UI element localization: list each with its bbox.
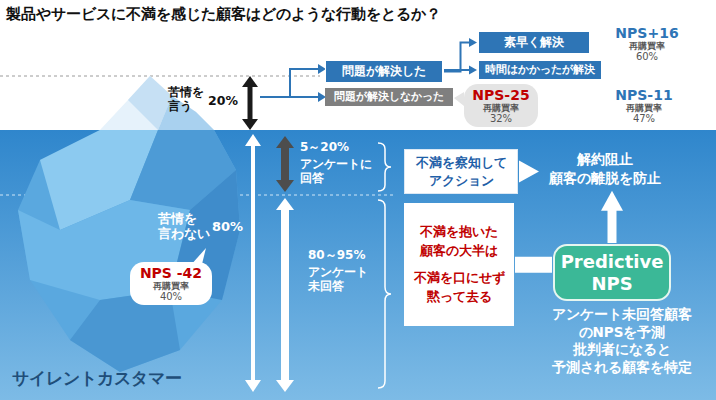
black-double-arrow (242, 76, 258, 130)
arrow-head (469, 38, 477, 47)
predictive-box: Predictive NPS (553, 244, 671, 301)
node-text: 解約阻止 顧客の離脱を防止 (542, 150, 668, 188)
node-text: NPS+16 (606, 25, 688, 41)
node-text: 不満を抱いた 顧客の大半は (408, 223, 510, 261)
nps-bubble: NPS-25再購買率32% (464, 84, 538, 127)
bubble-tail (454, 92, 464, 106)
node-text: Predictive NPS (559, 251, 665, 294)
white-double-arrow (245, 134, 261, 392)
node-text: 再購買率 (134, 281, 208, 291)
node-text: 時間はかかったが解決 (483, 63, 597, 77)
arrow-head (519, 161, 539, 183)
node-text: NPS-11 (608, 87, 680, 103)
note-box: 不満を抱いた 顧客の大半は不満を口にせず 黙って去る (404, 203, 514, 326)
grey-double-arrow (276, 136, 294, 192)
node-text: 不満を察知して アクション (409, 154, 513, 189)
node-text: 40% (134, 291, 208, 302)
label-text: 5～20% (300, 140, 378, 154)
arrow-head (469, 66, 477, 75)
label-text: 80% (212, 219, 248, 235)
label-text: アンケート 未回答 (308, 265, 380, 294)
node-text: 再購買率 (606, 41, 688, 51)
connector-line (444, 69, 471, 71)
bracket (378, 143, 391, 191)
process-box: 問題が解決した (325, 60, 443, 83)
result-text: 解約阻止 顧客の離脱を防止 (540, 148, 670, 190)
node-text: 不満を口にせず 黙って去る (408, 269, 510, 307)
connector (515, 264, 552, 265)
dashed-line (0, 76, 320, 77)
connector (519, 161, 539, 183)
node-text: 問題が解決した (330, 63, 438, 80)
node-text: 問題が解決しなかった (329, 90, 449, 104)
node-text: 再購買率 (608, 103, 680, 113)
nps-bubble: NPS-11再購買率47% (604, 84, 684, 127)
title: 製品やサービスに不満を感じた顧客はどのような行動をとるか？ (6, 5, 441, 23)
label-text: 20% (208, 93, 240, 108)
label-text: サイレントカスタマー (12, 368, 212, 388)
label-text: 苦情を 言わない (158, 211, 212, 241)
node-text: 60% (606, 51, 688, 62)
connector-line (608, 209, 617, 243)
node-text: 再購買率 (468, 103, 534, 113)
connector-line (444, 43, 471, 72)
label-text: 80～95% (308, 248, 380, 262)
connector (444, 66, 477, 75)
nps-bubble: NPS -42再購買率40% (130, 262, 212, 305)
label-text: アンケートに 回答 (300, 157, 376, 186)
connector-line (515, 257, 552, 273)
nps-bubble: NPS+16再購買率60% (602, 22, 692, 65)
iceberg-tip (100, 76, 214, 130)
node-text: NPS-25 (468, 87, 534, 103)
process-box: 問題が解決しなかった (325, 88, 453, 106)
arrow-head (601, 191, 623, 211)
action-box: 不満を察知して アクション (404, 149, 518, 194)
bubble-tail (590, 36, 602, 50)
bracket (378, 200, 391, 388)
label-text: 苦情を 言う (168, 85, 210, 114)
white-double-arrow (276, 198, 294, 392)
node-text: 32% (468, 113, 534, 124)
node-text: NPS -42 (134, 265, 208, 281)
node-text: 素早く解決 (483, 34, 585, 51)
branch-connector (260, 69, 318, 97)
water (0, 130, 716, 400)
node-text: 47% (608, 113, 680, 124)
connector (601, 191, 623, 243)
iceberg-body (18, 130, 240, 372)
process-box: 素早く解決 (478, 31, 590, 54)
label-text: アンケート未回答顧客 のNPSを予測 批判者になると 予測される顧客を特定 (534, 306, 710, 376)
process-box: 時間はかかったが解決 (478, 60, 602, 80)
connector (444, 38, 477, 71)
